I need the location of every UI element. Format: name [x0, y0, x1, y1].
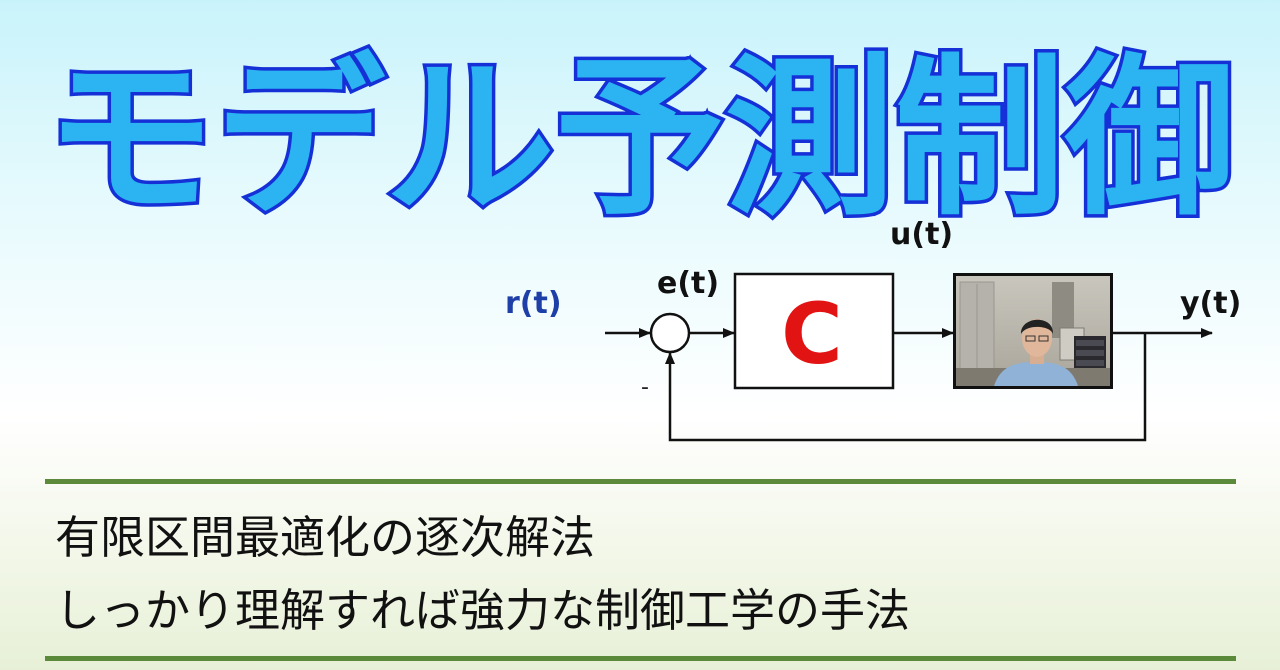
- error-signal-label: e(t): [657, 266, 719, 301]
- plant-block-photo: [953, 273, 1113, 389]
- control-signal-label: u(t): [890, 217, 953, 252]
- output-signal-label: y(t): [1180, 286, 1241, 321]
- controller-block: [733, 272, 895, 390]
- feedback-path: [665, 333, 1147, 442]
- reference-signal-label: r(t): [505, 286, 562, 321]
- subtitle-line-1: 有限区間最適化の逐次解法: [55, 511, 596, 564]
- divider-top: [45, 479, 1236, 484]
- summing-junction: [649, 312, 691, 354]
- feedback-minus-sign: -: [641, 375, 649, 400]
- divider-bottom: [45, 656, 1236, 661]
- controller-label: C: [781, 285, 843, 383]
- banner-title: モデル予測制御: [42, 38, 1239, 238]
- banner-title-text: モデル予測制御: [45, 38, 1235, 238]
- subtitle-line-2: しっかり理解すれば強力な制御工学の手法: [55, 584, 911, 637]
